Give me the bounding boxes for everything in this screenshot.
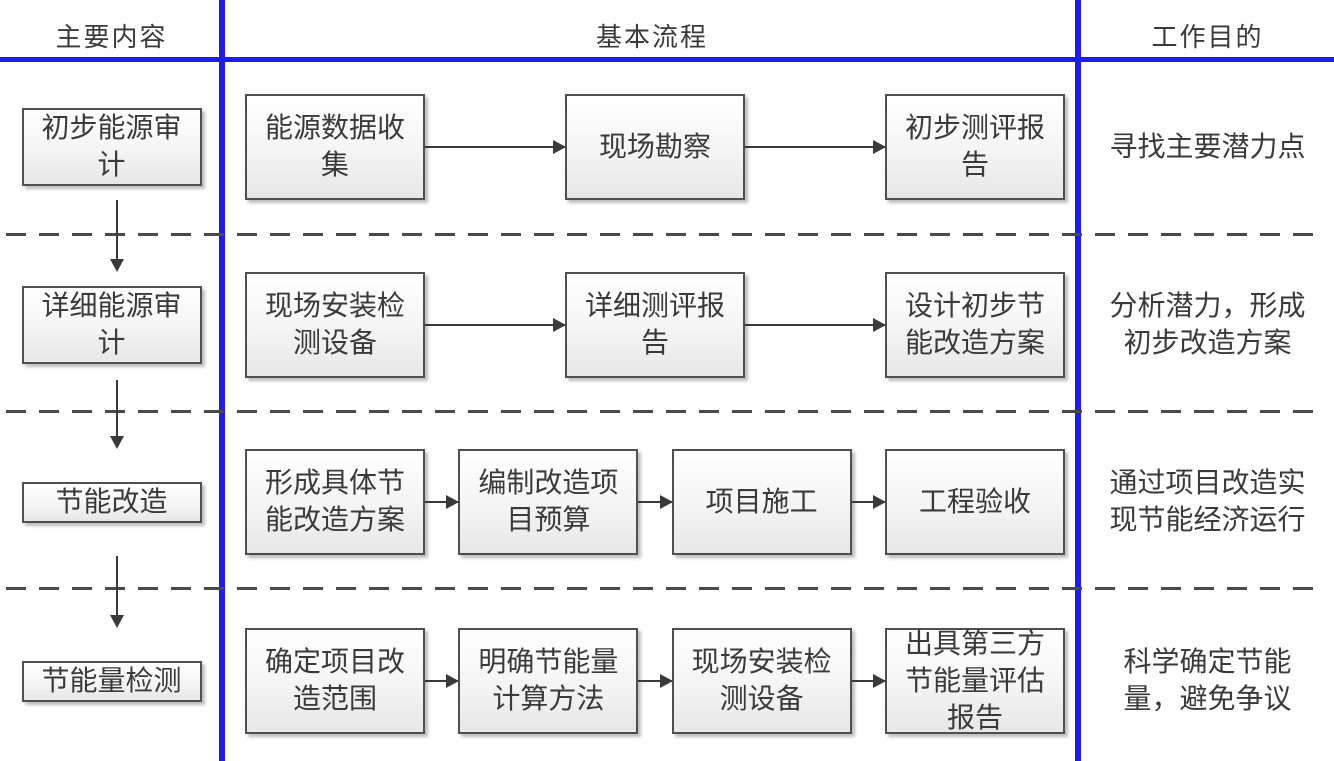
flow-step-box: 出具第三方节能量评估报告 bbox=[884, 628, 1065, 734]
stage-label: 详细能源审计 bbox=[41, 291, 182, 359]
flow-step-label: 确定项目改造范围 bbox=[264, 647, 405, 715]
flow-arrow-right bbox=[638, 674, 673, 688]
stage-label: 节能改造 bbox=[55, 486, 168, 518]
stage-arrow-down-1 bbox=[110, 200, 124, 272]
purpose-text: 通过项目改造实现节能经济运行 bbox=[1109, 468, 1306, 536]
flow-step-box: 现场安装检测设备 bbox=[245, 272, 425, 378]
flow-step-label: 初步测评报告 bbox=[904, 113, 1045, 181]
flow-arrow-right bbox=[745, 140, 886, 154]
flow-arrow-right bbox=[851, 674, 887, 688]
flow-step-label: 能源数据收集 bbox=[264, 113, 405, 181]
purpose-cell: 寻找主要潜力点 bbox=[1081, 94, 1334, 200]
flow-step-box: 现场勘察 bbox=[565, 94, 745, 200]
flow-arrow-right bbox=[745, 318, 886, 332]
stage-label: 节能量检测 bbox=[41, 665, 182, 697]
purpose-cell: 科学确定节能量，避免争议 bbox=[1081, 628, 1334, 734]
header-work-purpose: 工作目的 bbox=[1151, 22, 1264, 52]
purpose-cell: 通过项目改造实现节能经济运行 bbox=[1081, 449, 1334, 555]
flow-cell: 确定项目改造范围 明确节能量计算方法 现场安装检测设备 出具第三方节能量评估报告 bbox=[223, 628, 1081, 734]
flow-step-label: 项目施工 bbox=[705, 486, 818, 518]
stage-box: 节能量检测 bbox=[21, 660, 202, 702]
flow-step-box: 形成具体节能改造方案 bbox=[245, 449, 425, 555]
stage-cell: 初步能源审计 bbox=[0, 94, 223, 200]
stage-box: 节能改造 bbox=[21, 481, 202, 523]
flow-step-label: 编制改造项目预算 bbox=[478, 468, 619, 536]
column-divider-right bbox=[1075, 0, 1081, 761]
flow-arrow-right bbox=[638, 495, 673, 509]
flow-step-box: 现场安装检测设备 bbox=[671, 628, 852, 734]
row-separator-1 bbox=[6, 233, 1326, 236]
flow-arrow-right bbox=[425, 140, 566, 154]
flow-step-box: 确定项目改造范围 bbox=[245, 628, 425, 734]
stage-label: 初步能源审计 bbox=[41, 113, 182, 181]
process-row: 初步能源审计 能源数据收集 现场勘察 初步测评报告 寻找主要潜力点 bbox=[0, 94, 1334, 200]
header-basic-process: 基本流程 bbox=[595, 22, 708, 52]
flow-step-box: 能源数据收集 bbox=[245, 94, 425, 200]
process-row: 详细能源审计 现场安装检测设备 详细测评报告 设计初步节能改造方案 分析潜力，形成初… bbox=[0, 272, 1334, 378]
flow-step-box: 编制改造项目预算 bbox=[458, 449, 639, 555]
flow-arrow-right bbox=[425, 495, 460, 509]
stage-box: 详细能源审计 bbox=[21, 286, 202, 364]
flow-step-label: 出具第三方节能量评估报告 bbox=[904, 628, 1045, 734]
flow-step-label: 详细测评报告 bbox=[584, 291, 725, 359]
stage-arrow-down-2 bbox=[110, 380, 124, 449]
header-main-content: 主要内容 bbox=[55, 22, 168, 52]
flow-step-label: 明确节能量计算方法 bbox=[478, 647, 619, 715]
flow-step-label: 形成具体节能改造方案 bbox=[264, 468, 405, 536]
flow-step-box: 详细测评报告 bbox=[565, 272, 745, 378]
stage-arrow-down-3 bbox=[110, 556, 124, 628]
row-separator-2 bbox=[6, 410, 1326, 413]
flow-arrow-right bbox=[851, 495, 887, 509]
stage-cell: 节能量检测 bbox=[0, 628, 223, 734]
purpose-text: 分析潜力，形成初步改造方案 bbox=[1109, 291, 1306, 359]
purpose-cell: 分析潜力，形成初步改造方案 bbox=[1081, 272, 1334, 378]
process-row: 节能量检测 确定项目改造范围 明确节能量计算方法 现场安装检测设备 出具第三方节能量评… bbox=[0, 628, 1334, 734]
purpose-text: 寻找主要潜力点 bbox=[1109, 131, 1306, 163]
stage-cell: 节能改造 bbox=[0, 449, 223, 555]
purpose-text: 科学确定节能量，避免争议 bbox=[1123, 647, 1292, 715]
flow-step-box: 明确节能量计算方法 bbox=[458, 628, 639, 734]
flow-step-label: 现场安装检测设备 bbox=[691, 647, 832, 715]
flow-step-box: 初步测评报告 bbox=[885, 94, 1065, 200]
flow-arrow-right bbox=[425, 674, 460, 688]
process-row: 节能改造 形成具体节能改造方案 编制改造项目预算 项目施工 工程验收 通过项目改造实现… bbox=[0, 449, 1334, 555]
column-divider-left bbox=[219, 0, 225, 761]
header-divider-line bbox=[0, 57, 1334, 62]
flow-step-box: 项目施工 bbox=[671, 449, 852, 555]
flow-step-label: 设计初步节能改造方案 bbox=[904, 291, 1045, 359]
stage-cell: 详细能源审计 bbox=[0, 272, 223, 378]
flow-step-box: 设计初步节能改造方案 bbox=[885, 272, 1065, 378]
flow-cell: 现场安装检测设备 详细测评报告 设计初步节能改造方案 bbox=[223, 272, 1081, 378]
flow-arrow-right bbox=[425, 318, 566, 332]
flow-step-label: 现场勘察 bbox=[598, 131, 711, 163]
flow-step-label: 现场安装检测设备 bbox=[264, 291, 405, 359]
flow-cell: 能源数据收集 现场勘察 初步测评报告 bbox=[223, 94, 1081, 200]
flow-step-label: 工程验收 bbox=[918, 486, 1031, 518]
row-separator-3 bbox=[6, 587, 1326, 590]
flow-cell: 形成具体节能改造方案 编制改造项目预算 项目施工 工程验收 bbox=[223, 449, 1081, 555]
flow-step-box: 工程验收 bbox=[884, 449, 1065, 555]
stage-box: 初步能源审计 bbox=[21, 108, 202, 186]
